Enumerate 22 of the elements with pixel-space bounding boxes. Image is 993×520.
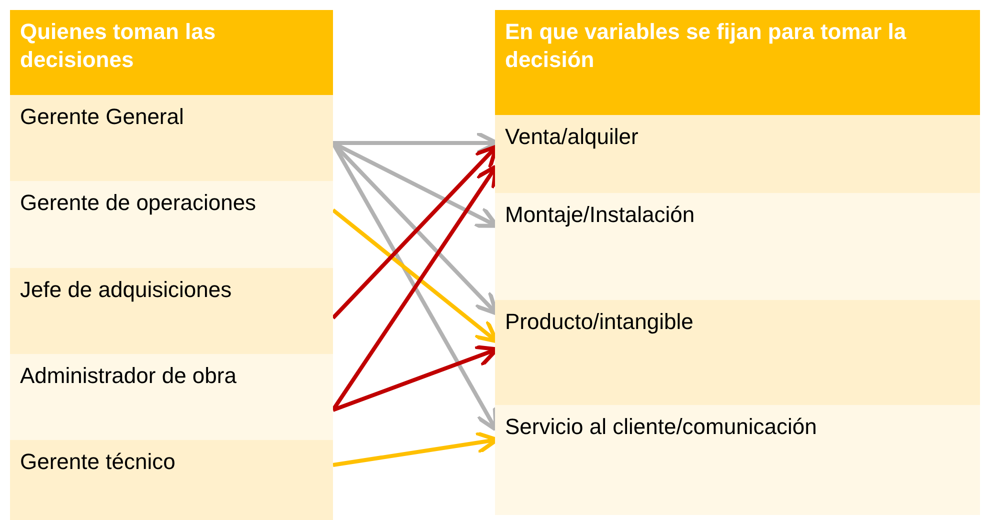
table-cell <box>495 405 980 515</box>
table-cell <box>495 115 980 193</box>
table-cell <box>10 354 333 440</box>
cell-text: Gerente de operaciones <box>20 189 258 217</box>
table-cell <box>10 95 333 181</box>
table-cell <box>10 268 333 354</box>
table-cell <box>495 193 980 300</box>
cell-text: Venta/alquiler <box>505 123 640 151</box>
cell-text: Gerente técnico <box>20 448 176 476</box>
cell-text: Gerente General <box>20 103 185 131</box>
cell-text: Montaje/Instalación <box>505 201 696 229</box>
cell-text: Servicio al cliente/comunicación <box>505 413 818 441</box>
table-cell <box>10 440 333 520</box>
cell-text: Producto/intangible <box>505 308 694 336</box>
table-cell <box>495 300 980 405</box>
column-heading: En que variables se fijan para tomar la decisión <box>505 18 908 74</box>
cell-text: Jefe de adquisiciones <box>20 276 233 304</box>
column-heading: Quienes toman las decisiones <box>20 18 217 74</box>
cell-text: Administrador de obra <box>20 362 238 390</box>
header-cell <box>10 10 333 95</box>
header-cell <box>495 10 980 115</box>
table-cell <box>10 181 333 268</box>
